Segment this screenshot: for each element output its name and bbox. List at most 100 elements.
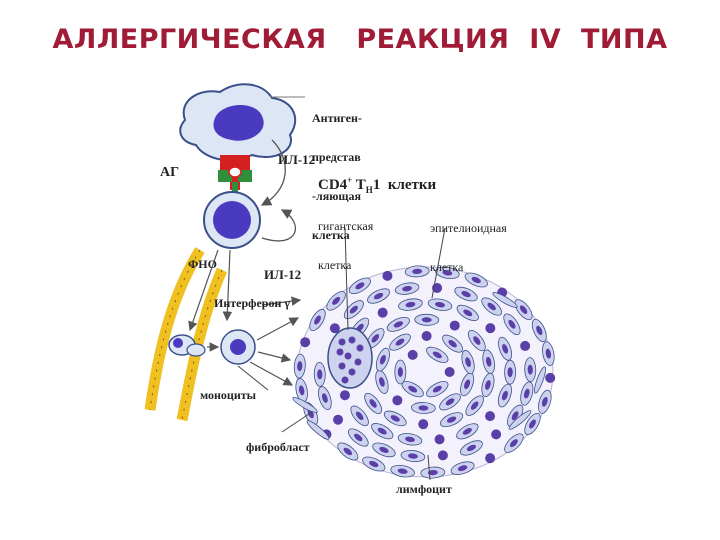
epithelioid-nucleus [369,399,377,408]
lymphocyte-cell [485,453,496,464]
epithelioid-nucleus [408,385,418,393]
fibroblast-label: фибробласт [246,440,310,454]
giant-cell-label-line: клетка [318,258,352,272]
epithelioid-nucleus [461,291,471,298]
epithelioid-nucleus [402,285,413,292]
monocyte-arrow-2 [257,351,292,363]
epithelioid-nucleus [445,398,455,406]
epithelioid-nucleus [355,282,365,290]
epithelioid-nucleus [442,270,453,276]
cd4-sup: + [347,175,353,185]
cd4-th1-label: CD4+ TH1 клетки [318,172,436,199]
apc-label-line: представ [312,150,361,164]
interferon-label: Интерферон γ [214,296,290,310]
giant-cell-label-line: гигантская [318,219,374,233]
lymphocyte-cell [444,367,455,377]
fibroblast-pointer [281,411,313,433]
epithelioid-nucleus [527,364,533,375]
epithelioid-nucleus [511,411,519,421]
epithelioid-nucleus [377,427,387,435]
page-title: АЛЛЕРГИЧЕСКАЯ РЕАКЦИЯ IV ТИПА [52,24,668,55]
lymphocyte-cell [407,349,418,360]
epithelioid-nucleus [412,268,423,275]
lymphocyte-cell [520,340,531,351]
fno-arrow [188,249,219,332]
epithelioid-nucleus [508,319,516,329]
epithelioid-nucleus [487,302,496,311]
epithelioid-cell-label: эпителиоидная клетка [430,196,507,287]
apc-label-line: клетка [312,228,350,242]
epithelioid-nucleus [379,354,386,365]
cd4-suffix: 1 клетки [372,177,437,193]
epithelioid-nucleus [446,416,457,423]
lymphocyte-pointer [427,454,431,481]
lymphocyte-cell [437,450,448,461]
epithelioid-nucleus [462,427,472,435]
epithelioid-nucleus [519,305,528,314]
monocyte-arrow-3 [249,361,294,386]
monocyte-migrated [220,329,256,365]
receptor-complex [218,155,252,196]
il12-bottom-label: ИЛ-12 [264,267,302,282]
fibroblast-cell [492,292,518,308]
lymphocyte-cell [339,390,350,401]
epithelioid-nucleus [507,367,513,378]
epithelioid-nucleus [354,433,363,442]
epithelioid-nucleus [485,356,492,367]
lymphocyte-cell [418,419,429,430]
epithelioid-nucleus [448,339,457,348]
antigen-presenting-cell [179,83,297,162]
epithelioid-nucleus [545,348,552,359]
epithelioid-nucleus [343,447,353,456]
lymphocyte-cell [491,429,502,440]
epithelioid-nucleus [473,336,481,345]
epithelioid-label-line: клетка [430,260,464,274]
epithelioid-nucleus [523,388,530,399]
lymphocyte-cell [449,320,460,331]
apc-label: Антиген- представ -ляющая клетка [312,86,362,255]
epithelioid-nucleus [390,415,400,422]
epithelioid-nucleus [369,460,379,468]
fibroblast-cell [306,420,330,440]
lymphocyte-cell [333,414,344,425]
epithelioid-nucleus [501,390,508,401]
cd4-sub: H [365,185,373,195]
cd4-prefix: CD4 [318,177,348,193]
epithelioid-nucleus [355,411,364,421]
epithelioid-nucleus [463,309,473,317]
epithelioid-nucleus [457,465,468,472]
epithelioid-nucleus [471,276,481,284]
apc-label-line: -ляющая [312,189,362,203]
epithelioid-nucleus [371,334,380,343]
fibroblast-cell [508,410,532,430]
epithelioid-nucleus [405,436,415,443]
interferon-arrow [222,249,233,322]
giant-cell-pointer [344,227,349,331]
epithelioid-nucleus [317,369,323,380]
lymphocyte-cell [300,337,311,348]
fibroblast-cell [534,366,546,394]
epithelioid-nucleus [407,453,418,459]
granuloma [292,265,556,479]
epithelioid-nucleus [536,325,543,336]
monocyte-in-vessel [168,334,206,357]
epithelioid-nucleus [332,296,341,305]
il12-bottom-arrow [261,209,297,242]
epithelioid-nucleus [541,396,548,407]
fno-label: ФНО [188,257,217,271]
epithelioid-nucleus [432,351,442,359]
monocytes-pointer [237,365,269,391]
il12-top-arrow [260,139,286,206]
epithelioid-nucleus [298,385,305,396]
lymphocyte-label: лимфоцит [396,482,452,496]
lymphocyte-cell [485,411,496,422]
lymphocyte-cell [421,331,432,342]
lymphocyte-cell [545,372,556,383]
epithelioid-nucleus [485,380,491,390]
epithelioid-nucleus [395,338,405,346]
epithelioid-nucleus [297,361,303,372]
epithelioid-nucleus [321,393,328,403]
epithelioid-nucleus [466,444,477,452]
granuloma-cells [292,265,556,479]
